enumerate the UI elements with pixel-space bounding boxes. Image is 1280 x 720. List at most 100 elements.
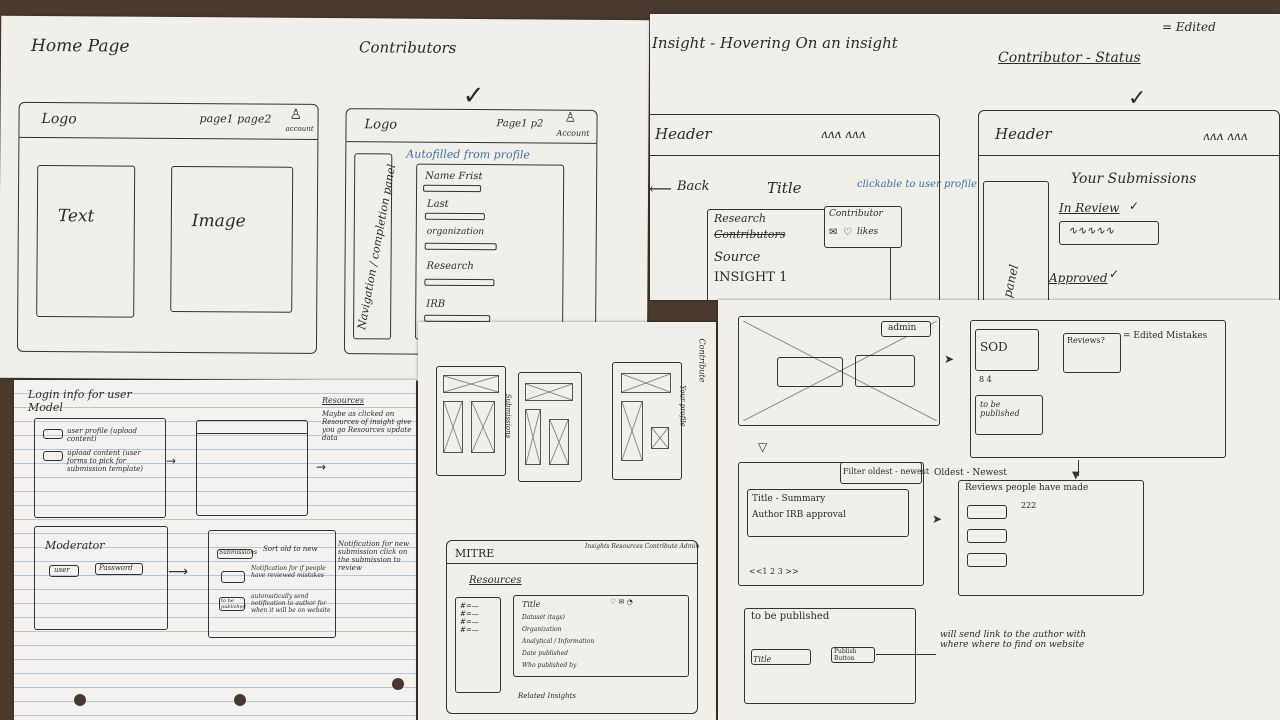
contributor-link[interactable]: Contributor <box>829 209 883 219</box>
status-panel: panel <box>983 181 1049 300</box>
sketch-admin-review: admin ➤ SOD 8 4 Reviews? = Edited Mistak… <box>718 300 1280 720</box>
resources-wireframe: MITRE Insights Resources Contribute Admi… <box>446 540 700 714</box>
publish-button-label: Publish Button <box>834 648 857 662</box>
will-send-note: will send link to the author with where … <box>940 630 1087 650</box>
review-item-2[interactable] <box>967 529 1007 543</box>
in-review-scribble: ∿∿∿∿∿ <box>1068 224 1115 237</box>
auto-notify-label: automatically send notification to autho… <box>251 593 331 614</box>
notification-label: Notification for if people have reviewed… <box>251 565 326 579</box>
home-text-block: Text <box>36 164 136 318</box>
notif-box[interactable] <box>221 571 245 583</box>
moderator-dashboard: Submissions Sort old to new Notification… <box>208 530 336 638</box>
oldest-newest-label: Oldest - Newest <box>934 468 1007 478</box>
card-item-1: Dataset (tags) <box>522 614 565 621</box>
likes-label: likes <box>857 227 879 237</box>
back-link[interactable]: Back <box>677 179 710 194</box>
sketch-flow-resources: Contribute Submissions Your profile MITR… <box>418 322 716 720</box>
card-icons: ♡ ✉ ◔ <box>610 598 633 606</box>
reviews-box[interactable]: Reviews? <box>1063 333 1121 373</box>
publish-frame-title: to be published <box>751 611 830 622</box>
contrib-logo: Logo <box>364 117 398 133</box>
pager[interactable]: <<1 2 3 >> <box>749 567 799 576</box>
admin-arrow-left: ▽ <box>758 440 768 454</box>
insight-card: Research Contributors Source INSIGHT 1 C… <box>707 206 902 300</box>
field-irb: IRB <box>426 298 446 310</box>
resources-sidebar: #=— #=— #=— #=— <box>455 597 501 693</box>
status-wireframe: Header ʌʌʌ ʌʌʌ panel Your Submissions In… <box>978 110 1280 300</box>
flow-arrow-3: ⟶ <box>168 564 189 580</box>
first-name-input[interactable] <box>423 184 482 193</box>
resources-note-title: Resources <box>322 396 364 405</box>
submissions-tag[interactable]: Submissions <box>217 549 257 559</box>
contrib-sidebar: Navigation / completion panel <box>353 153 398 340</box>
password-label: Password <box>99 564 133 572</box>
review-dashboard: SOD 8 4 Reviews? = Edited Mistakes to be… <box>970 320 1226 458</box>
profile-checkbox[interactable] <box>43 429 63 439</box>
contribute-label: Contribute <box>697 338 707 383</box>
moderator-user-input[interactable]: user <box>49 565 79 577</box>
in-review-item[interactable]: ∿∿∿∿∿ <box>1059 221 1159 245</box>
contrib-account-icon: ♙ <box>564 110 577 126</box>
in-review-label: In Review <box>1059 201 1120 215</box>
mail-icon[interactable]: ✉ <box>829 227 838 238</box>
review-item-3[interactable] <box>967 553 1007 567</box>
to-be-box[interactable]: to be published <box>219 597 246 611</box>
user-profile-frame: user profile (upload content) upload con… <box>34 418 166 518</box>
contrib-form: Name Frist Last organization Research IR… <box>415 163 565 341</box>
review-item-1[interactable] <box>967 505 1007 519</box>
mitre-logo: MITRE <box>455 547 495 560</box>
top-nav[interactable]: Insights Resources Contribute Admin <box>585 543 700 550</box>
clickable-note: clickable to user profile <box>857 179 977 190</box>
admin-arrow-down: ▼ <box>1072 470 1080 481</box>
resources-heading: Resources <box>469 575 522 586</box>
insight-research: Research <box>714 212 767 225</box>
home-wireframe: Logo page1 page2 ♙ account Text Image <box>16 101 319 354</box>
status-panel-label: panel <box>1000 263 1022 299</box>
autofill-note: Autofilled from profile <box>406 147 531 162</box>
user-profile-flow-label: Your profile <box>678 385 687 427</box>
admin-tag[interactable]: admin <box>881 321 931 337</box>
field-organization: organization <box>426 226 485 238</box>
contributor-popup[interactable]: Contributor ✉ ♡ likes <box>824 206 902 248</box>
checkmark-icon: ✓ <box>462 80 485 112</box>
home-image-label: Image <box>191 211 246 232</box>
submissions-label: Submissions <box>219 549 258 556</box>
moderator-password-input[interactable]: Password <box>95 563 143 575</box>
submissions-list-frame: Title - Summary Author IRB approval <<1 … <box>738 462 924 586</box>
insight-title: Insight - Hovering On an insight <box>652 34 898 52</box>
upload-checkbox[interactable] <box>43 451 63 461</box>
sod-box[interactable]: SOD <box>975 329 1039 371</box>
admin-arrow-2: ➤ <box>932 512 943 526</box>
admin-arrow-1: ➤ <box>944 352 955 366</box>
moderator-frame: Moderator user Password <box>34 526 168 630</box>
research-input[interactable] <box>424 278 495 287</box>
reviews-made-title: Reviews people have made <box>965 483 1089 493</box>
reviews-made-frame: Reviews people have made 222 <box>958 480 1144 596</box>
home-image-block: Image <box>170 165 294 313</box>
admin-frame: admin <box>738 316 940 426</box>
organization-input[interactable] <box>424 242 497 251</box>
title-input[interactable] <box>751 649 811 665</box>
edited-mistakes-note: = Edited Mistakes <box>1123 331 1208 341</box>
publish-button[interactable]: Publish Button <box>831 647 875 663</box>
home-text-label: Text <box>57 206 95 227</box>
submission-card-title: Title - Summary <box>752 494 826 504</box>
sketch-login-moderator: Login info for user Model user profile (… <box>14 380 416 720</box>
admin-tag-label: admin <box>888 323 917 333</box>
submission-card[interactable]: Title - Summary Author IRB approval <box>747 489 909 537</box>
filter-label: Filter oldest - newest <box>843 467 930 476</box>
field-last: Last <box>426 198 449 210</box>
status-menu-icon: ʌʌʌ ʌʌʌ <box>1203 129 1248 143</box>
flow-arrow-2: → <box>316 460 327 474</box>
submission-card-sub: Author IRB approval <box>752 510 847 520</box>
related-insights: Related Insights <box>518 692 576 700</box>
to-be-published-box[interactable]: to be published <box>975 395 1043 435</box>
insight-contributors-struck: Contributors <box>714 228 786 241</box>
user-label: user <box>54 566 70 574</box>
heart-icon[interactable]: ♡ <box>843 227 852 238</box>
back-arrow-icon[interactable]: ⟵ <box>650 179 672 198</box>
sort-label: Sort old to new <box>263 545 318 553</box>
contrib-account-label: Account <box>556 128 590 138</box>
last-input[interactable] <box>424 212 485 221</box>
resource-card[interactable]: Title ♡ ✉ ◔ Dataset (tags) Organization … <box>513 595 689 677</box>
